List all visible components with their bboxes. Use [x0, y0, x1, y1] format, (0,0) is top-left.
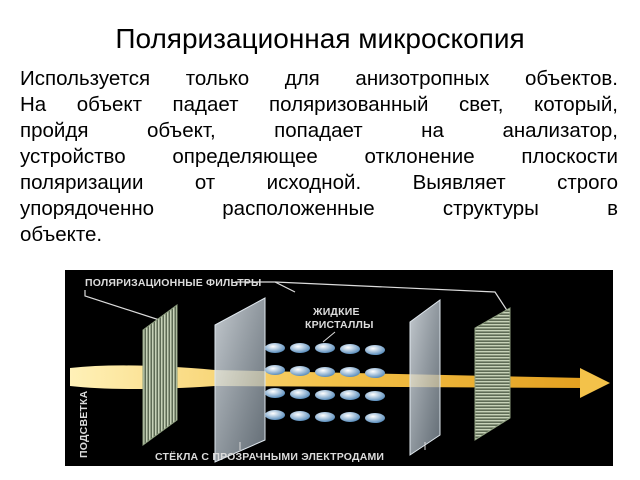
- crystal-molecule: [315, 412, 335, 422]
- crystal-molecule: [265, 388, 285, 398]
- slide-title: Поляризационная микроскопия: [115, 23, 525, 54]
- electrode-glass-label: СТЁКЛА С ПРОЗРАЧНЫМИ ЭЛЕКТРОДАМИ: [155, 450, 384, 463]
- crystal-molecule: [290, 389, 310, 399]
- crystal-molecule: [340, 390, 360, 400]
- pointer-line: [84, 290, 176, 326]
- crystal-molecule: [265, 410, 285, 420]
- electrode-glass-1: [214, 297, 266, 463]
- body-line: На объект падает поляризованный свет, ко…: [20, 93, 618, 116]
- pointer-line: [274, 281, 511, 316]
- electrode-glass-2: [409, 299, 441, 456]
- crystal-molecule: [340, 412, 360, 422]
- crystal-molecule: [315, 343, 335, 353]
- crystal-molecule: [290, 411, 310, 421]
- backlight-label: ПОДСВЕТКА: [78, 390, 90, 458]
- crystal-molecule: [365, 368, 385, 378]
- polarizing-filter-1: [142, 304, 178, 446]
- crystal-molecule: [290, 366, 310, 376]
- body-line: устройство определяющее отклонение плоск…: [20, 145, 618, 168]
- crystal-molecule: [315, 390, 335, 400]
- beam-arrowhead: [580, 368, 610, 398]
- crystal-molecule: [265, 343, 285, 353]
- pointer-line: [322, 331, 336, 343]
- body-line: упорядоченно расположенные структуры в: [20, 197, 618, 220]
- lcd-polarization-diagram: ПОЛЯРИЗАЦИОННЫЕ ФИЛЬТРЫ: [65, 270, 613, 466]
- slide-body-text: Используется только для анизотропных объ…: [20, 66, 618, 248]
- body-line: объекте.: [20, 223, 103, 246]
- crystal-molecule: [365, 345, 385, 355]
- polarizing-filter-2: [474, 307, 511, 441]
- crystal-molecule: [315, 367, 335, 377]
- body-line: Используется только для анизотропных объ…: [20, 67, 618, 90]
- crystal-molecule: [340, 344, 360, 354]
- crystal-molecule: [365, 391, 385, 401]
- crystal-molecule: [340, 367, 360, 377]
- liquid-crystals-label: ЖИДКИЕ: [312, 306, 360, 318]
- liquid-crystals: [265, 343, 385, 423]
- crystal-molecule: [290, 343, 310, 353]
- diagram-svg: ПОЛЯРИЗАЦИОННЫЕ ФИЛЬТРЫ: [70, 277, 610, 463]
- polarizing-filters-label: ПОЛЯРИЗАЦИОННЫЕ ФИЛЬТРЫ: [85, 277, 262, 289]
- crystal-molecule: [365, 413, 385, 423]
- light-beam: [70, 365, 585, 389]
- body-line: поляризации от исходной. Выявляет строго: [20, 171, 618, 194]
- body-line: пройдя объект, попадает на анализатор,: [20, 119, 618, 142]
- liquid-crystals-label-2: КРИСТАЛЛЫ: [305, 319, 374, 331]
- crystal-molecule: [265, 365, 285, 375]
